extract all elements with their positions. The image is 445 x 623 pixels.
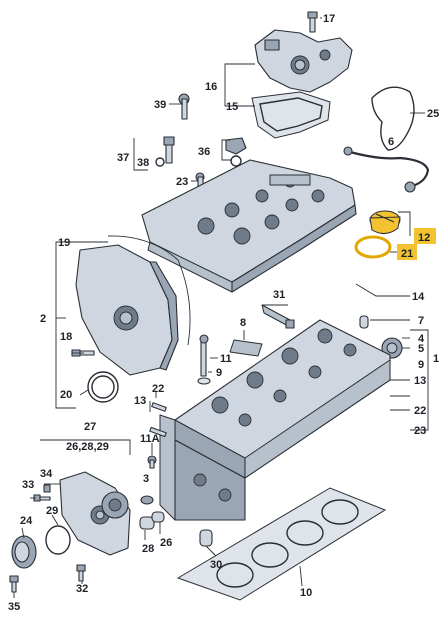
- callout-6: 6: [388, 136, 394, 148]
- callout-4: 4: [418, 333, 425, 345]
- callout-23: 23: [176, 176, 188, 188]
- part-34-bolt[interactable]: [43, 484, 51, 493]
- callout-8: 8: [240, 317, 246, 329]
- part-10-head-gasket[interactable]: [176, 487, 387, 601]
- callout-19: 19: [58, 237, 70, 249]
- part-17-bolt[interactable]: [307, 11, 318, 33]
- callout-34: 34: [40, 468, 53, 480]
- leader-lines: [13, 17, 429, 598]
- part-19-timing-cover[interactable]: [75, 235, 191, 376]
- part-36-sensor[interactable]: [225, 137, 247, 167]
- part-14-cam-housing[interactable]: [141, 159, 357, 293]
- callout-21: 21: [401, 248, 413, 260]
- highlight-21-box: [397, 244, 417, 260]
- part-39-bolt[interactable]: [178, 93, 190, 120]
- callout-2: 2: [40, 313, 46, 325]
- part-9-washer[interactable]: [197, 377, 211, 385]
- callout-28: 28: [142, 543, 154, 555]
- callout-38: 38: [137, 157, 149, 169]
- callout-3: 3: [143, 473, 149, 485]
- part-15-gasket[interactable]: [251, 91, 331, 139]
- callout-26: 26: [160, 537, 172, 549]
- callout-9-left: 9: [216, 367, 222, 379]
- callout-15: 15: [226, 101, 238, 113]
- part-11a-bolt[interactable]: [147, 455, 157, 469]
- callout-11a: 11A: [140, 433, 160, 445]
- part-12-oil-filler-cap[interactable]: [369, 210, 401, 234]
- callout-5: 5: [418, 343, 424, 355]
- callout-10: 10: [300, 587, 312, 599]
- part-6-breather-pipe[interactable]: [343, 146, 430, 193]
- part-29-seal[interactable]: [45, 525, 71, 555]
- highlight-12-box: [414, 228, 436, 244]
- callout-13-left: 13: [134, 395, 146, 407]
- part-25-gasket[interactable]: [371, 86, 415, 151]
- callout-9-right: 9: [418, 359, 424, 371]
- callout-26-28-29: 26,28,29: [66, 441, 109, 453]
- part-37-sensor[interactable]: [155, 136, 175, 167]
- callout-33: 33: [22, 479, 34, 491]
- part-24-pulley[interactable]: [11, 535, 37, 569]
- part-21-seal-ring[interactable]: [354, 235, 392, 259]
- part-31-rail[interactable]: [261, 304, 295, 329]
- callout-14: 14: [412, 291, 425, 303]
- callout-13-right: 13: [414, 375, 426, 387]
- part-33-bolt[interactable]: [33, 494, 51, 502]
- part-1-cylinder-head[interactable]: [159, 319, 391, 521]
- callout-36: 36: [198, 146, 210, 158]
- part-7-sleeve[interactable]: [359, 315, 369, 329]
- callout-23-right: 23: [414, 425, 426, 437]
- callout-12: 12: [418, 232, 430, 244]
- part-35-bolt[interactable]: [9, 575, 19, 593]
- part-13-stud[interactable]: [151, 402, 167, 412]
- part-3-plug[interactable]: [140, 495, 154, 505]
- part-11-head-bolt[interactable]: [199, 334, 209, 377]
- part-27-housing[interactable]: [59, 471, 131, 556]
- callout-24: 24: [20, 515, 33, 527]
- callout-30: 30: [210, 559, 222, 571]
- part-16-housing[interactable]: [254, 29, 353, 93]
- part-30-sleeve[interactable]: [199, 529, 213, 547]
- callout-17: 17: [323, 13, 335, 25]
- part-26-sleeve[interactable]: [151, 511, 165, 523]
- callout-11: 11: [220, 353, 232, 365]
- callout-25: 25: [427, 108, 439, 120]
- callout-37: 37: [117, 152, 129, 164]
- callout-7: 7: [418, 315, 424, 327]
- callout-35: 35: [8, 601, 20, 613]
- part-8-rail[interactable]: [229, 339, 263, 357]
- callout-31: 31: [273, 289, 285, 301]
- callout-1: 1: [433, 353, 439, 365]
- callout-22-right: 22: [414, 405, 426, 417]
- part-20-seal-ring[interactable]: [87, 371, 119, 403]
- callout-20: 20: [60, 389, 72, 401]
- callout-18: 18: [60, 331, 72, 343]
- part-22-stud[interactable]: [149, 426, 167, 438]
- callout-27: 27: [84, 421, 96, 433]
- callout-32: 32: [76, 583, 88, 595]
- callout-16: 16: [205, 81, 217, 93]
- callout-29: 29: [46, 505, 58, 517]
- part-28-sleeve[interactable]: [139, 516, 155, 530]
- part-32-bolt[interactable]: [76, 564, 86, 582]
- callout-22-left: 22: [152, 383, 164, 395]
- callout-39: 39: [154, 99, 166, 111]
